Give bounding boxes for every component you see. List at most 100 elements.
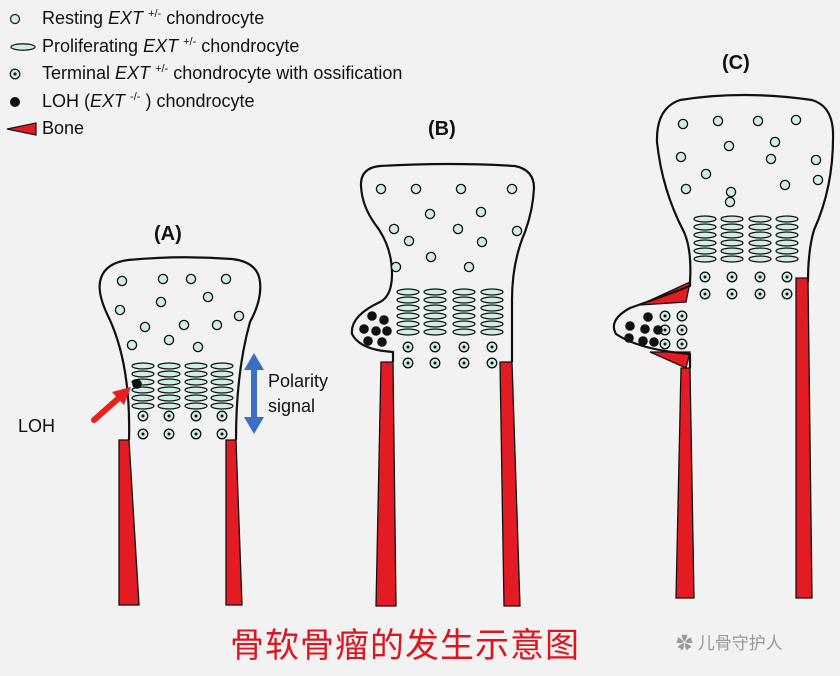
b-resting-cell-5 [475,206,487,218]
a-proliferating-cell-2-0 [184,362,208,370]
c-proliferating-cell-1-2 [720,231,744,239]
legend-resting-a: Resting [42,8,104,28]
bone-icon [6,122,37,136]
b-loh-cell-4 [382,326,392,336]
bone-b-left [375,361,397,607]
b-loh-cell-6 [377,337,387,347]
b-resting-cell-11 [425,251,437,263]
a-resting-cell-11 [126,339,138,351]
b-resting-cell-8 [511,225,523,237]
c-proliferating-cell-2-0 [748,215,772,223]
c-proliferating-cell-2-5 [748,255,772,263]
wechat-icon: ✿ [676,634,693,653]
a-terminal-cell-2-1-nucleus [194,432,198,436]
legend-terminal-gene: EXT [115,63,151,83]
c-proliferating-cell-3-2 [775,231,799,239]
growth-plate-b-outline [350,162,536,362]
c-resting-cell-12 [779,179,791,191]
c-loh-cell-1 [625,321,635,331]
a-terminal-cell-1-0-nucleus [167,414,171,418]
b-proliferating-cell-1-0 [423,288,447,296]
a-proliferating-cell-2-4 [184,394,208,402]
c-resting-cell-8 [765,153,777,165]
a-terminal-cell-3-0-nucleus [220,414,224,418]
c-proliferating-cell-1-1 [720,223,744,231]
b-terminal-cell-3-0-nucleus [490,345,494,349]
c-proliferating-cell-3-5 [775,255,799,263]
resting-cell-icon [9,13,21,25]
legend-prolif-sup: +/- [183,35,197,48]
a-resting-cell-4 [114,304,126,316]
b-proliferating-cell-3-3 [480,312,504,320]
c-terminal-cell-3-1-nucleus [785,292,789,296]
c-resting-cell-10 [680,183,692,195]
c-resting-cell-13 [812,174,824,186]
a-proliferating-cell-2-1 [184,370,208,378]
loh-arrow-head [112,387,131,405]
a-resting-cell-5 [155,296,167,308]
bone-c-left [675,367,695,599]
c-proliferating-cell-0-5 [693,255,717,263]
a-proliferating-cell-1-5 [157,402,181,410]
b-resting-cell-1 [410,183,422,195]
c-proliferating-cell-2-2 [748,231,772,239]
a-proliferating-cell-1-1 [157,370,181,378]
legend-loh-b: ) chondrocyte [145,90,255,111]
bone-b-right [499,361,521,607]
legend-loh-a: LOH ( [42,90,91,111]
c-proliferating-cell-0-3 [693,239,717,247]
terminal-cell-icon [9,68,21,80]
a-proliferating-cell-2-3 [184,386,208,394]
a-proliferating-cell-3-5 [210,402,234,410]
c-proliferating-cell-2-3 [748,239,772,247]
b-resting-cell-0 [375,183,387,195]
b-proliferating-cell-0-4 [396,320,420,328]
a-proliferating-cell-0-5 [131,402,155,410]
a-resting-cell-10 [211,319,223,331]
a-terminal-cell-0-1-nucleus [141,432,145,436]
b-proliferating-cell-2-5 [452,328,476,336]
bone-a-left [118,439,140,606]
b-proliferating-cell-1-4 [423,320,447,328]
c-proliferating-cell-2-1 [748,223,772,231]
b-loh-cell-2 [359,324,369,334]
a-proliferating-cell-2-5 [184,402,208,410]
c-lesion-terminal-cell-3-nucleus [680,328,684,332]
polarity-signal-label: Polarity signal [268,369,328,419]
c-lesion-terminal-cell-1-nucleus [680,314,684,318]
a-proliferating-cell-1-0 [157,362,181,370]
a-resting-cell-7 [233,310,245,322]
a-resting-cell-13 [192,341,204,353]
b-resting-cell-9 [403,235,415,247]
c-loh-cell-4 [624,333,634,343]
polarity-line-1: Polarity [268,371,329,391]
c-proliferating-cell-1-5 [720,255,744,263]
growth-plate-a-outline [98,256,262,441]
b-proliferating-cell-3-5 [480,328,504,336]
legend-resting-sup: +/- [148,8,162,20]
polarity-arrow-head-down [244,417,264,434]
loh-arrow-shaft [91,394,123,423]
b-loh-cell-0 [367,311,377,321]
c-terminal-cell-0-0-nucleus [703,275,707,279]
c-proliferating-cell-3-3 [775,239,799,247]
b-terminal-cell-1-0-nucleus [433,345,437,349]
c-proliferating-cell-0-1 [693,223,717,231]
b-proliferating-cell-3-2 [480,304,504,312]
a-proliferating-cell-2-2 [184,378,208,386]
c-lesion-terminal-cell-4-nucleus [663,342,667,346]
a-resting-cell-6 [202,291,214,303]
c-resting-cell-3 [790,114,802,126]
b-loh-cell-1 [379,315,389,325]
a-loh-cell [132,379,142,389]
loh-cell-icon [10,96,20,107]
legend-loh-sup: -/- [130,90,141,103]
b-terminal-cell-3-1-nucleus [490,361,494,365]
a-proliferating-cell-3-1 [210,370,234,378]
a-proliferating-cell-0-4 [131,394,155,402]
b-proliferating-cell-1-1 [423,296,447,304]
c-loh-cell-5 [638,336,648,346]
bone-a-right [225,439,243,606]
legend-loh-gene: EXT [90,90,126,111]
